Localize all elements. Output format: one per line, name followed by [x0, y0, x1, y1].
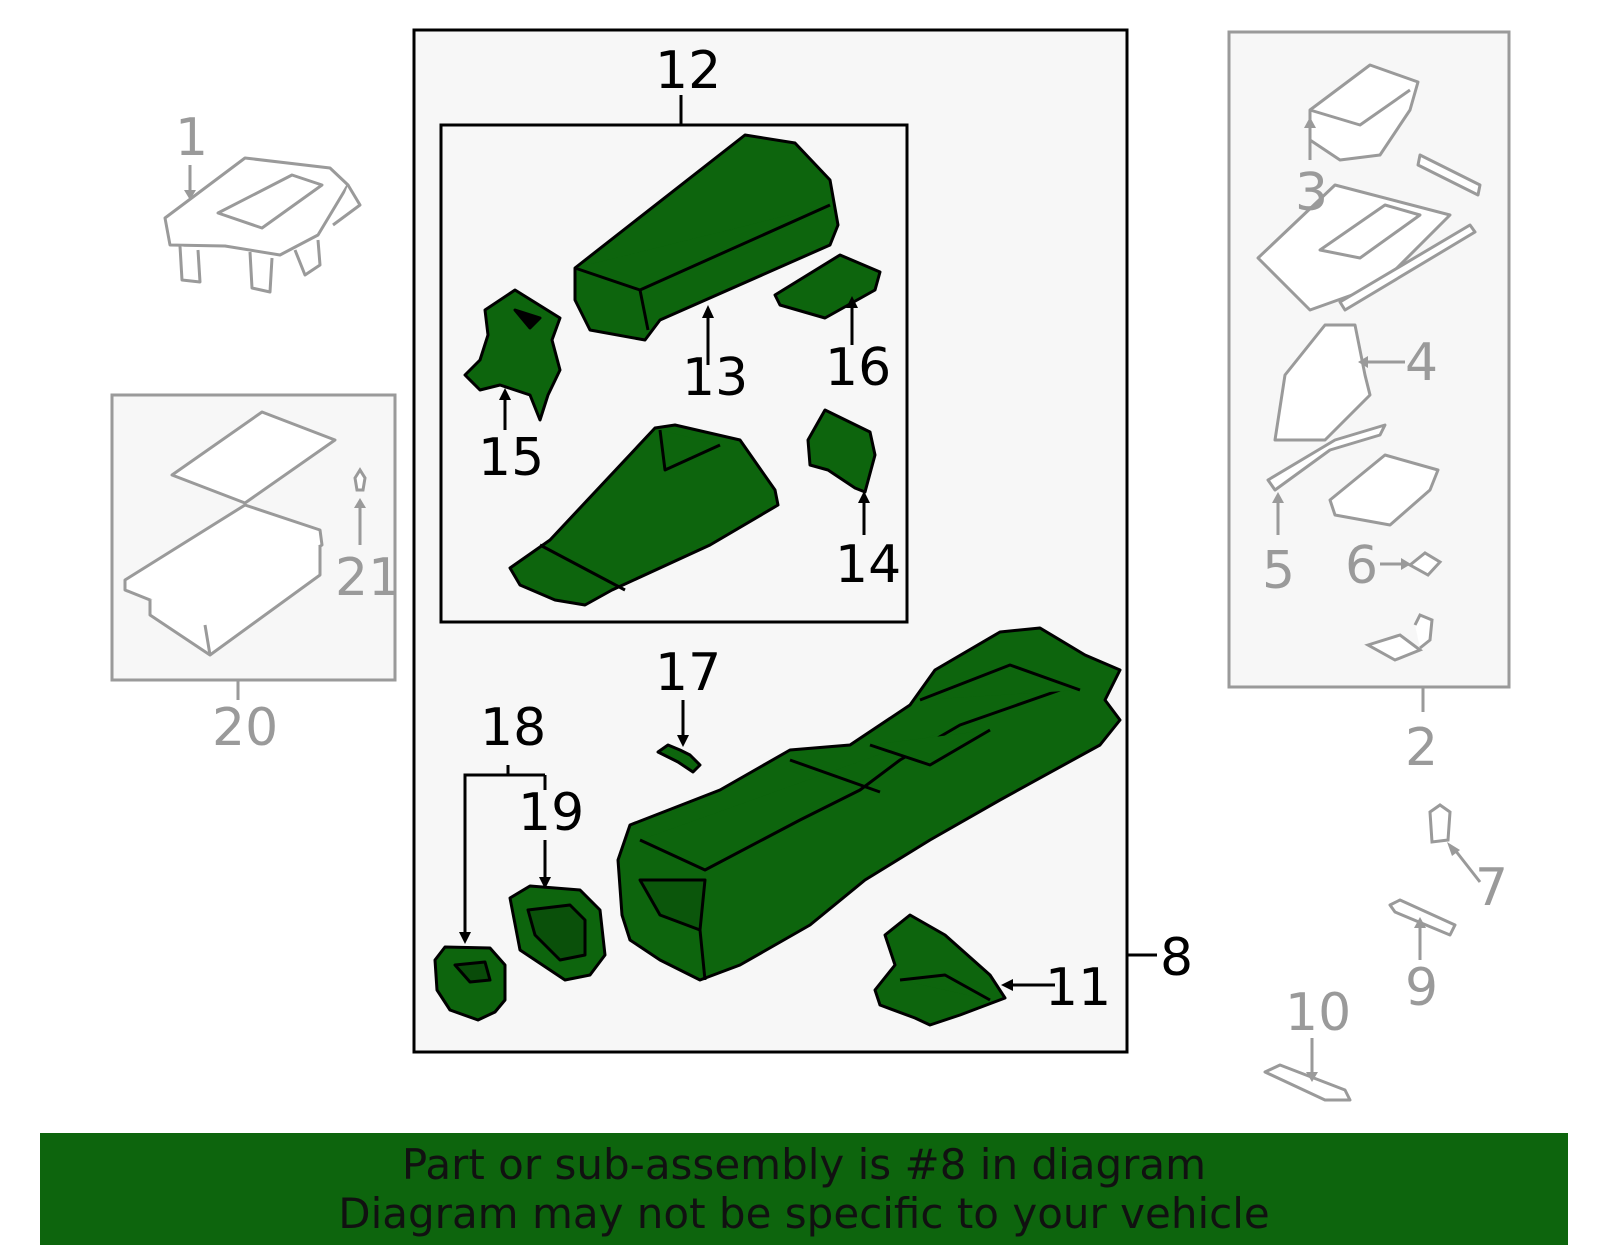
shift-boot: [1273, 323, 1372, 442]
callout-6: 6: [1345, 536, 1378, 596]
bracket: [1388, 898, 1457, 937]
rear-bracket: [873, 913, 1007, 1027]
callout-2: 2: [1405, 718, 1438, 778]
lid-bracket: [806, 408, 877, 494]
callout-9: 9: [1405, 958, 1438, 1018]
retainer-clip: [353, 467, 367, 492]
mounting-plate: [1263, 1063, 1352, 1102]
banner-line-2: Diagram may not be specific to your vehi…: [338, 1189, 1270, 1238]
callout-8: 8: [1160, 928, 1193, 988]
callout-1: 1: [175, 108, 208, 168]
storage-pocket: [1308, 63, 1420, 162]
small-tray: [1328, 453, 1440, 527]
lid-latch: [773, 253, 882, 320]
callout-7: 7: [1475, 858, 1508, 918]
callout-10: 10: [1285, 983, 1351, 1043]
callout-15: 15: [478, 428, 544, 488]
callout-21: 21: [335, 548, 401, 608]
callout-12: 12: [655, 41, 721, 101]
callout-13: 13: [682, 348, 748, 408]
callout-3: 3: [1295, 163, 1328, 223]
rear-duct: [508, 884, 607, 982]
callout-18: 18: [480, 698, 546, 758]
connector: [1407, 551, 1443, 577]
callout-5: 5: [1262, 541, 1295, 601]
console-body: [616, 626, 1122, 982]
armrest-lid: [573, 133, 840, 342]
callout-17: 17: [655, 643, 721, 703]
shift-plate: [1256, 153, 1482, 312]
callout-11: 11: [1045, 958, 1111, 1018]
cup-holder: [123, 410, 337, 657]
info-banner: Part or sub-assembly is #8 in diagram Di…: [40, 1133, 1568, 1245]
front-duct: [433, 945, 507, 1022]
seal-strip: [1266, 423, 1387, 492]
callout-20: 20: [212, 698, 278, 758]
lamp-harness: [1364, 613, 1434, 662]
armrest-base: [508, 423, 780, 607]
callout-19: 19: [518, 783, 584, 843]
banner-line-1: Part or sub-assembly is #8 in diagram: [401, 1140, 1207, 1189]
callout-14: 14: [835, 535, 901, 595]
bulb: [1428, 803, 1452, 844]
console-clip: [656, 743, 702, 774]
callout-16: 16: [825, 338, 891, 398]
shift-indicator-bezel: [163, 156, 362, 294]
callout-4: 4: [1405, 333, 1438, 393]
lid-hinge: [463, 288, 562, 422]
